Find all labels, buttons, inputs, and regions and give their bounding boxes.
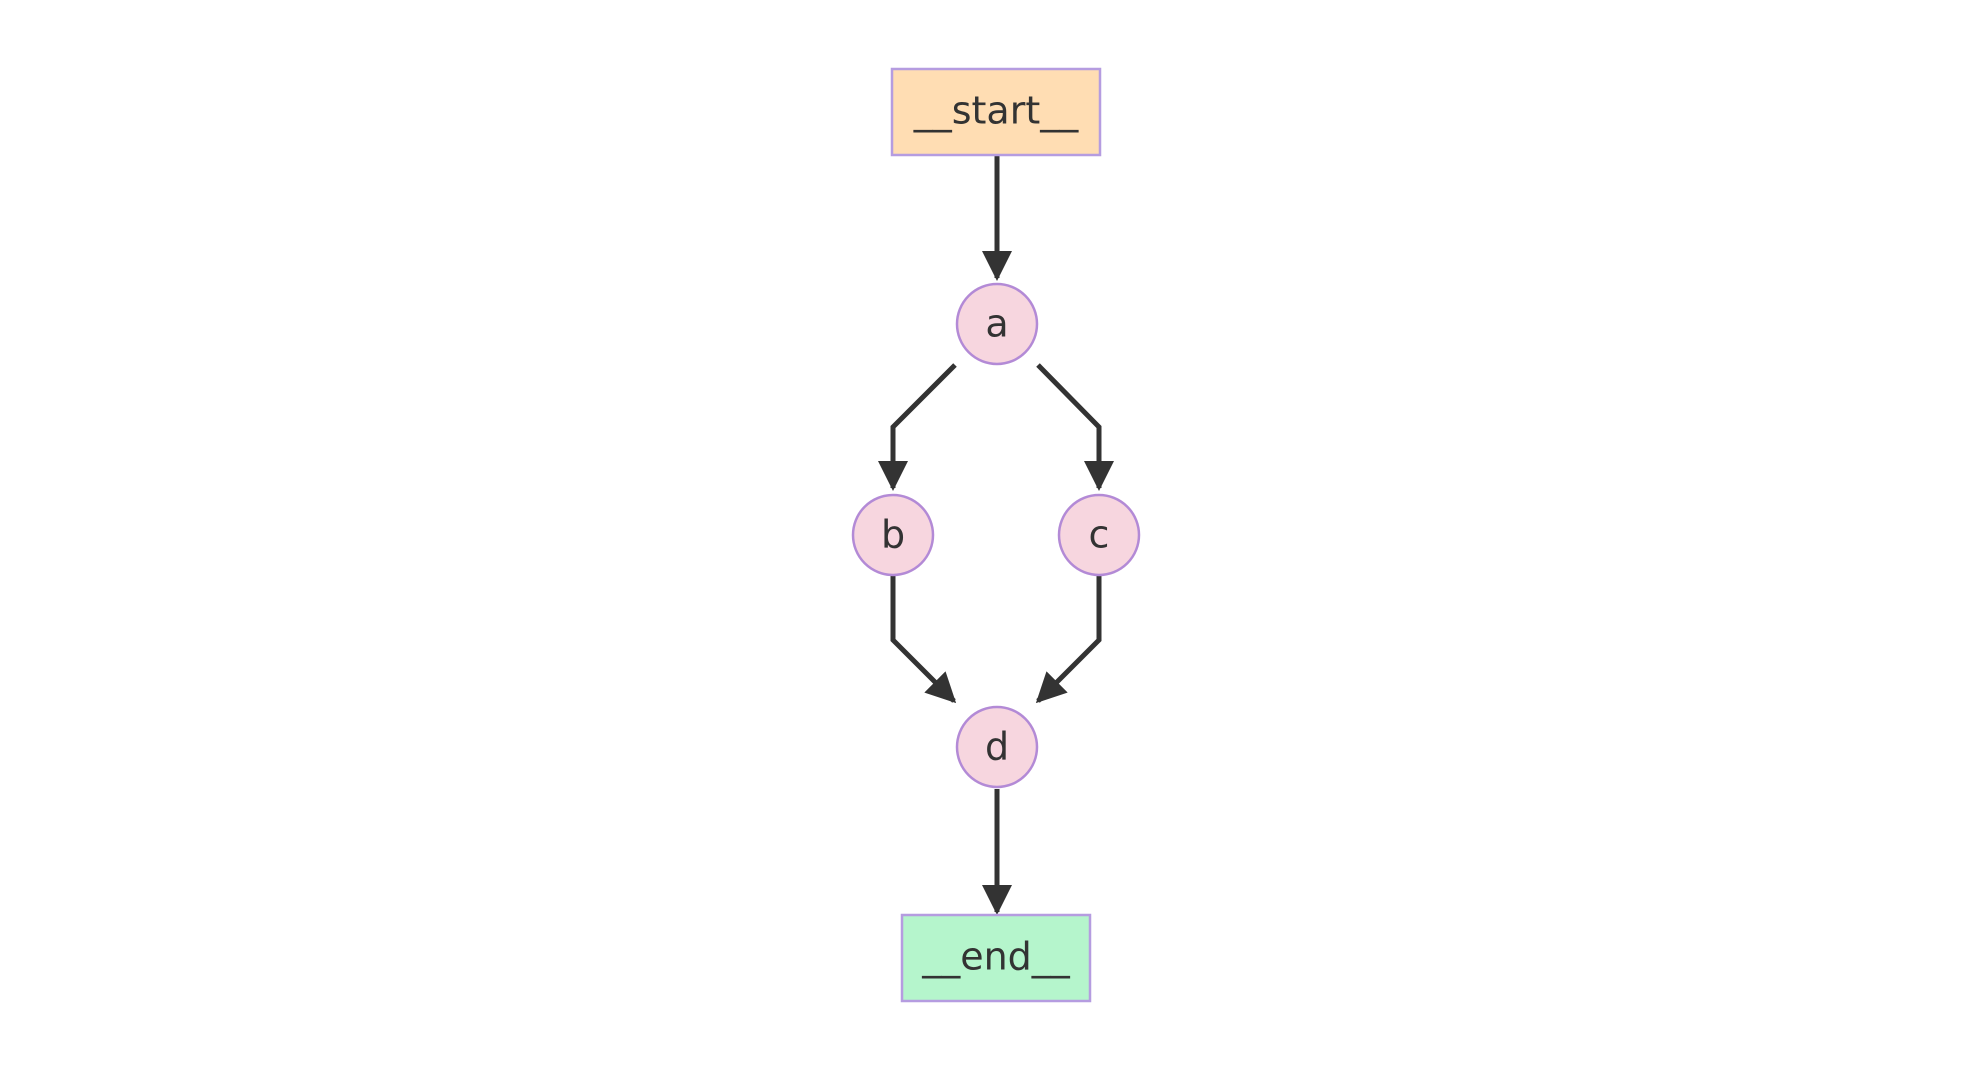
edge-a-to-b — [878, 363, 957, 491]
node-a[interactable]: a — [955, 282, 1039, 366]
node-c-circle — [1057, 493, 1141, 577]
start-node[interactable]: __start__ — [890, 67, 1102, 157]
edge-b-to-d — [890, 575, 957, 704]
node-a-label: a — [985, 302, 1008, 346]
edge-c-to-d — [1035, 575, 1102, 704]
node-c-label: c — [1089, 513, 1110, 557]
end-node[interactable]: __end__ — [900, 913, 1092, 1003]
node-d-circle — [955, 705, 1039, 789]
node-b-circle — [851, 493, 935, 577]
node-a-circle — [955, 282, 1039, 366]
node-b[interactable]: b — [851, 493, 935, 577]
node-b-label: b — [881, 513, 905, 557]
node-d-label: d — [985, 725, 1009, 769]
end-node-box — [900, 913, 1092, 1003]
node-d[interactable]: d — [955, 705, 1039, 789]
edge-a-to-c — [1036, 363, 1114, 491]
start-node-label: __start__ — [913, 89, 1080, 133]
start-node-box — [890, 67, 1102, 157]
node-c[interactable]: c — [1057, 493, 1141, 577]
end-node-label: __end__ — [921, 935, 1071, 979]
